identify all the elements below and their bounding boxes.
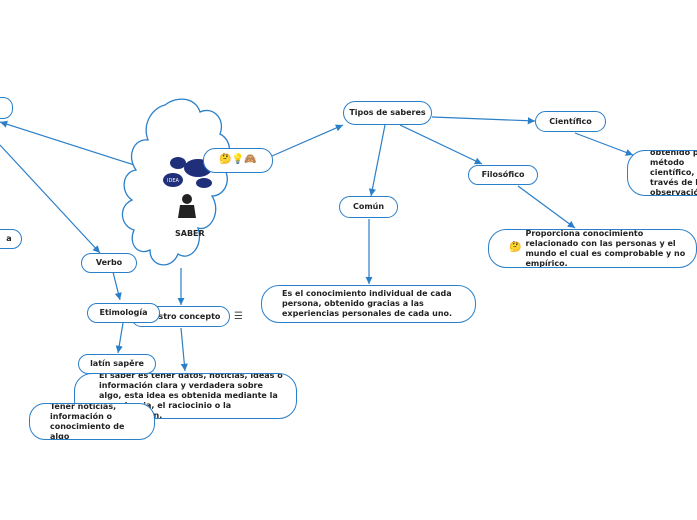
node-left-partial[interactable]: a: [0, 229, 22, 249]
thinker-icon: [178, 194, 196, 218]
central-label: SABER: [175, 229, 205, 238]
node-tener-noticias[interactable]: Tener noticias, información o conocimien…: [29, 403, 155, 440]
node-etimologia[interactable]: Etimología: [87, 303, 160, 323]
node-cientifico-label: Científico: [549, 116, 592, 126]
node-comun-label: Común: [352, 202, 385, 211]
node-tener-noticias-label: Tener noticias, información o conocimien…: [50, 403, 125, 440]
node-cientifico[interactable]: Científico: [535, 111, 606, 132]
node-comun[interactable]: Común: [339, 196, 398, 218]
node-emoji[interactable]: 🤔💡🙈: [203, 148, 273, 173]
thinking-face-icon: 🤔: [509, 242, 522, 254]
connector-verbo-etimologia: [112, 271, 122, 301]
connector-cientifico-desc: [574, 132, 634, 156]
bubble-4: [196, 178, 212, 188]
node-cientifico-desc[interactable]: Conocimiento obtenido por el método cien…: [627, 150, 697, 196]
node-latin-sapere[interactable]: latín sapěre: [78, 354, 156, 374]
node-filosofico-desc[interactable]: 🤔 Proporciona conocimiento relacionado c…: [488, 229, 697, 268]
node-emoji-label: 🤔💡🙈: [219, 154, 257, 166]
menu-icon[interactable]: ☰: [234, 311, 243, 322]
node-tipos-de-saberes[interactable]: Tipos de saberes: [343, 101, 432, 125]
bubble-1: [170, 157, 186, 169]
node-latin-sapere-label: latín sapěre: [90, 359, 144, 368]
connector-tipos-comun: [368, 124, 386, 197]
node-filosofico[interactable]: Filosófico: [468, 165, 538, 185]
connector-center-tipos: [271, 124, 344, 157]
node-nuestro-concepto-label: Nuestro concepto: [140, 311, 221, 321]
bubble-3-label: IDEA: [167, 178, 179, 184]
connector-tipos-filosofico: [399, 124, 483, 165]
connector-concepto-desc: [180, 327, 188, 372]
connector-center-left: [0, 120, 151, 171]
node-etimologia-label: Etimología: [99, 308, 148, 317]
connector-tipos-cientifico: [431, 116, 536, 125]
node-filosofico-desc-label: Proporciona conocimiento relacionado con…: [525, 229, 686, 268]
node-cientifico-desc-label: Conocimiento obtenido por el método cien…: [650, 150, 697, 196]
node-comun-desc[interactable]: Es el conocimiento individual de cada pe…: [261, 285, 476, 323]
node-comun-desc-label: Es el conocimiento individual de cada pe…: [282, 289, 453, 318]
connector-filosofico-desc: [517, 185, 576, 229]
connector-left-verbo: [0, 144, 101, 254]
connector-etimologia-latin: [115, 322, 124, 354]
node-tipos-de-saberes-label: Tipos de saberes: [349, 108, 426, 117]
node-filosofico-label: Filosófico: [481, 170, 525, 179]
node-verbo[interactable]: Verbo: [81, 253, 137, 273]
bubble-3: [163, 173, 183, 187]
node-verbo-label: Verbo: [95, 258, 123, 267]
central-cloud[interactable]: IDEA: [121, 98, 231, 266]
